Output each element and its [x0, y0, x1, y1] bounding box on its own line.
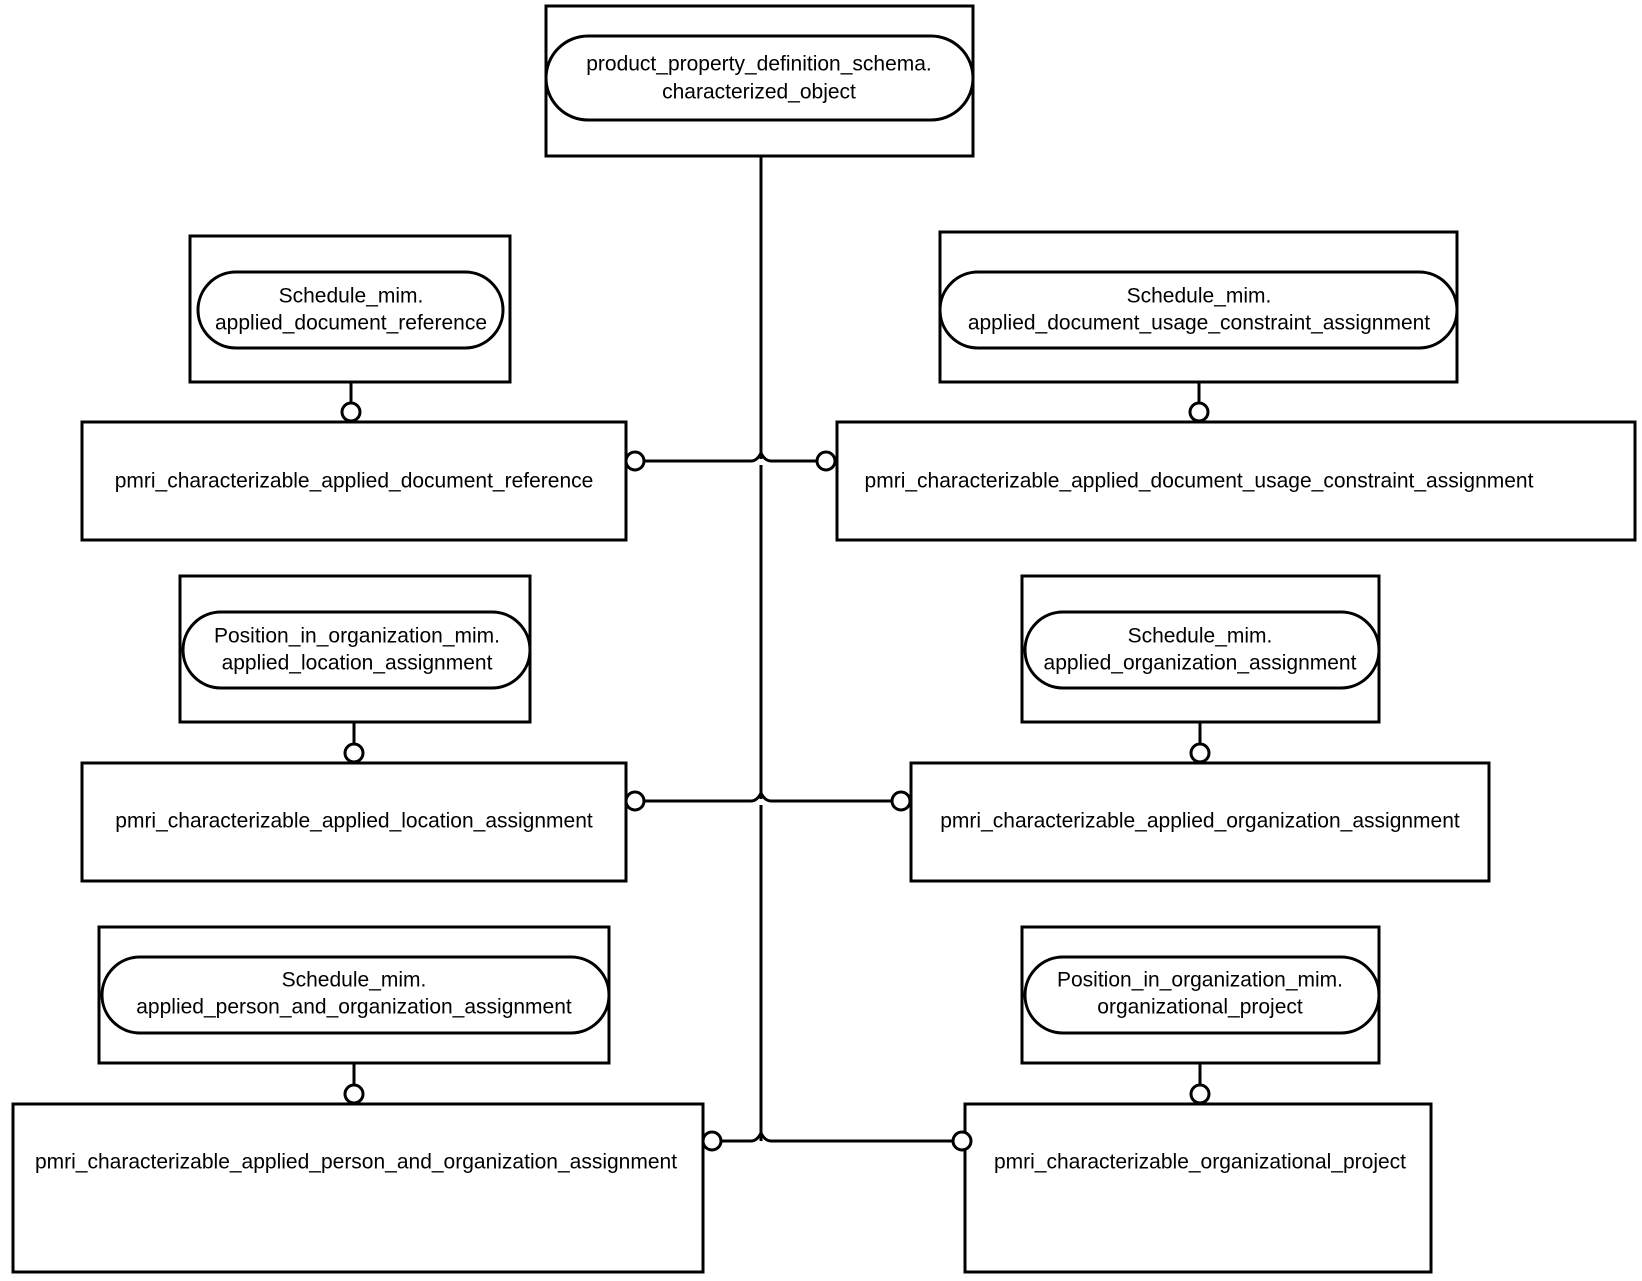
node-sub-person-and-organization-assignment[interactable]: pmri_characterizable_applied_person_and_…: [11, 1102, 705, 1274]
root-rounded-box: [544, 34, 975, 122]
ref-rounded-box-document-usage-constraint-assignment: [938, 270, 1459, 350]
sub-box-location-assignment: [80, 761, 628, 883]
ref-label-line-1-organization-assignment: Schedule_mim.: [1128, 625, 1273, 648]
sub-label-document-usage-constraint-assignment: pmri_characterizable_applied_document_us…: [865, 470, 1534, 493]
node-sub-document-reference[interactable]: pmri_characterizable_applied_document_re…: [80, 420, 628, 542]
root-label-line-2: characterized_object: [662, 81, 856, 104]
connector-circle-document-usage-constraint-assignment-left: [815, 450, 837, 472]
bridge-hop-row1: [750, 449, 772, 463]
ref-label-line-2-person-and-organization-assignment: applied_person_and_organization_assignme…: [136, 996, 572, 1019]
node-sub-location-assignment[interactable]: pmri_characterizable_applied_location_as…: [80, 761, 628, 883]
ref-label-line-2-document-usage-constraint-assignment: applied_document_usage_constraint_assign…: [968, 312, 1430, 335]
sub-box-organizational-project: [963, 1102, 1433, 1274]
ref-rounded-box-location-assignment: [181, 610, 532, 690]
node-characterized-object[interactable]: product_property_definition_schema. char…: [544, 4, 975, 158]
bridge-hop-row2: [750, 789, 772, 803]
node-sub-organizational-project[interactable]: pmri_characterizable_organizational_proj…: [963, 1102, 1433, 1274]
sub-label-person-and-organization-assignment: pmri_characterizable_applied_person_and_…: [35, 1151, 677, 1174]
connector-circle-document-reference-right: [624, 450, 646, 472]
ref-rounded-box-document-reference: [196, 270, 505, 350]
ref-label-line-2-organization-assignment: applied_organization_assignment: [1044, 652, 1357, 675]
ref-label-line-2-organizational-project: organizational_project: [1097, 996, 1303, 1019]
connector-circle-person-and-organization-assignment-right: [701, 1130, 723, 1152]
node-ref-location-assignment[interactable]: Position_in_organization_mim. applied_lo…: [178, 574, 532, 724]
sub-box-organization-assignment: [909, 761, 1491, 883]
ref-label-line-2-document-reference: applied_document_reference: [215, 312, 487, 335]
ref-label-line-1-person-and-organization-assignment: Schedule_mim.: [282, 969, 427, 992]
sub-label-organization-assignment: pmri_characterizable_applied_organizatio…: [940, 810, 1460, 833]
connector-circle-location-assignment-right: [624, 790, 646, 812]
connector-circle-organizational-project-left: [951, 1130, 973, 1152]
ref-rounded-box-person-and-organization-assignment: [100, 955, 611, 1035]
connector-circle-document-reference-top: [340, 401, 362, 423]
sub-box-person-and-organization-assignment: [11, 1102, 705, 1274]
bridge-hop-row3: [750, 1129, 772, 1143]
node-sub-document-usage-constraint-assignment[interactable]: pmri_characterizable_applied_document_us…: [835, 420, 1637, 542]
connector-circle-document-usage-constraint-assignment-top: [1188, 401, 1210, 423]
ref-label-line-1-location-assignment: Position_in_organization_mim.: [214, 625, 500, 648]
sub-label-document-reference: pmri_characterizable_applied_document_re…: [115, 470, 594, 493]
sub-label-location-assignment: pmri_characterizable_applied_location_as…: [115, 810, 593, 833]
node-ref-person-and-organization-assignment[interactable]: Schedule_mim. applied_person_and_organiz…: [97, 925, 611, 1065]
root-label-line-1: product_property_definition_schema.: [586, 53, 932, 76]
connector-circle-organizational-project-top: [1189, 1083, 1211, 1105]
ref-label-line-2-location-assignment: applied_location_assignment: [222, 652, 493, 675]
ref-label-line-1-document-reference: Schedule_mim.: [279, 285, 424, 308]
connector-circle-organization-assignment-top: [1189, 742, 1211, 764]
ref-rounded-box-organizational-project: [1023, 955, 1381, 1035]
ref-label-line-1-organizational-project: Position_in_organization_mim.: [1057, 969, 1343, 992]
node-ref-organization-assignment[interactable]: Schedule_mim. applied_organization_assig…: [1020, 574, 1381, 724]
ref-label-line-1-document-usage-constraint-assignment: Schedule_mim.: [1127, 285, 1272, 308]
sub-label-organizational-project: pmri_characterizable_organizational_proj…: [994, 1151, 1406, 1174]
connector-circle-organization-assignment-left: [890, 790, 912, 812]
sub-box-document-usage-constraint-assignment: [835, 420, 1637, 542]
node-sub-organization-assignment[interactable]: pmri_characterizable_applied_organizatio…: [909, 761, 1491, 883]
connector-circle-person-and-organization-assignment-top: [343, 1083, 365, 1105]
connector-circle-location-assignment-top: [343, 742, 365, 764]
ref-rounded-box-organization-assignment: [1023, 610, 1381, 690]
node-ref-organizational-project[interactable]: Position_in_organization_mim. organizati…: [1020, 925, 1381, 1065]
node-ref-document-usage-constraint-assignment[interactable]: Schedule_mim. applied_document_usage_con…: [938, 230, 1459, 384]
node-ref-document-reference[interactable]: Schedule_mim. applied_document_reference: [188, 234, 512, 384]
sub-box-document-reference: [80, 420, 628, 542]
